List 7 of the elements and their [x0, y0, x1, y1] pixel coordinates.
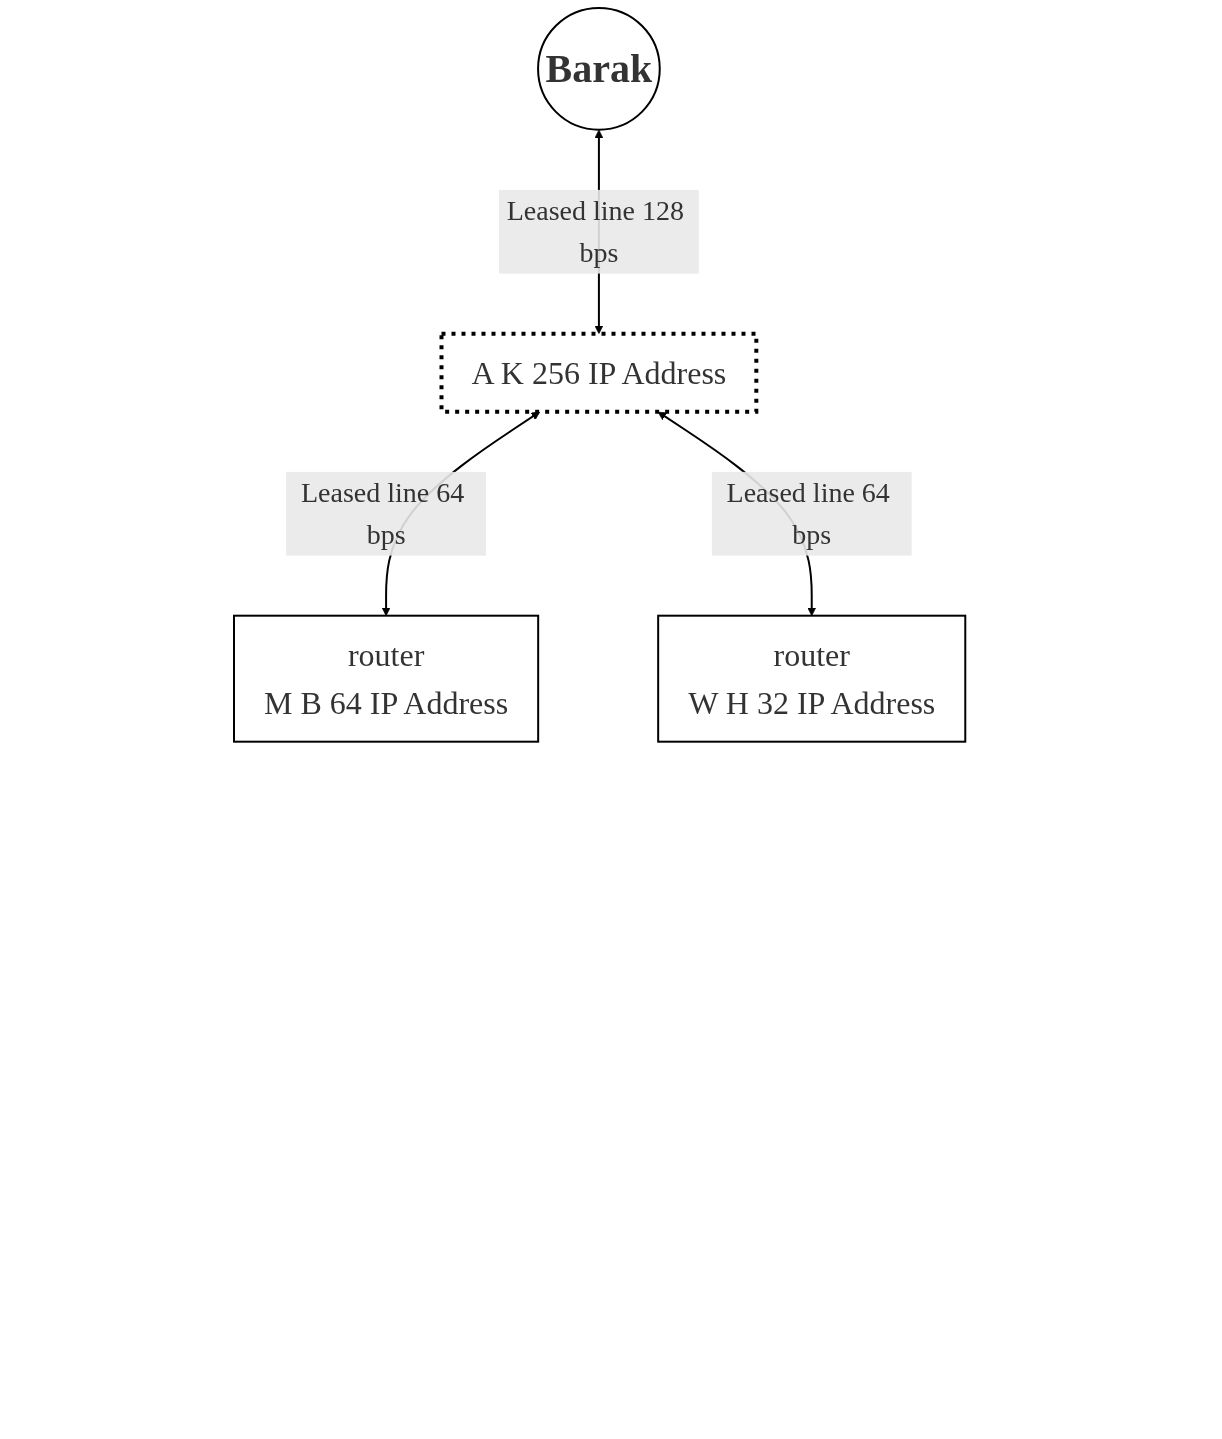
edge-label: Leased line 64 bps [726, 476, 891, 550]
node-box: A K 256 IP Address [439, 331, 759, 414]
edge-label: Leased line 64 bps [301, 476, 465, 550]
edge-label: Leased line 128 bps [507, 194, 685, 268]
node-box: router M B 64 IP Address [233, 614, 540, 743]
node-circle: Barak [537, 7, 662, 131]
node-box: router W H 32 IP Address [657, 614, 967, 743]
